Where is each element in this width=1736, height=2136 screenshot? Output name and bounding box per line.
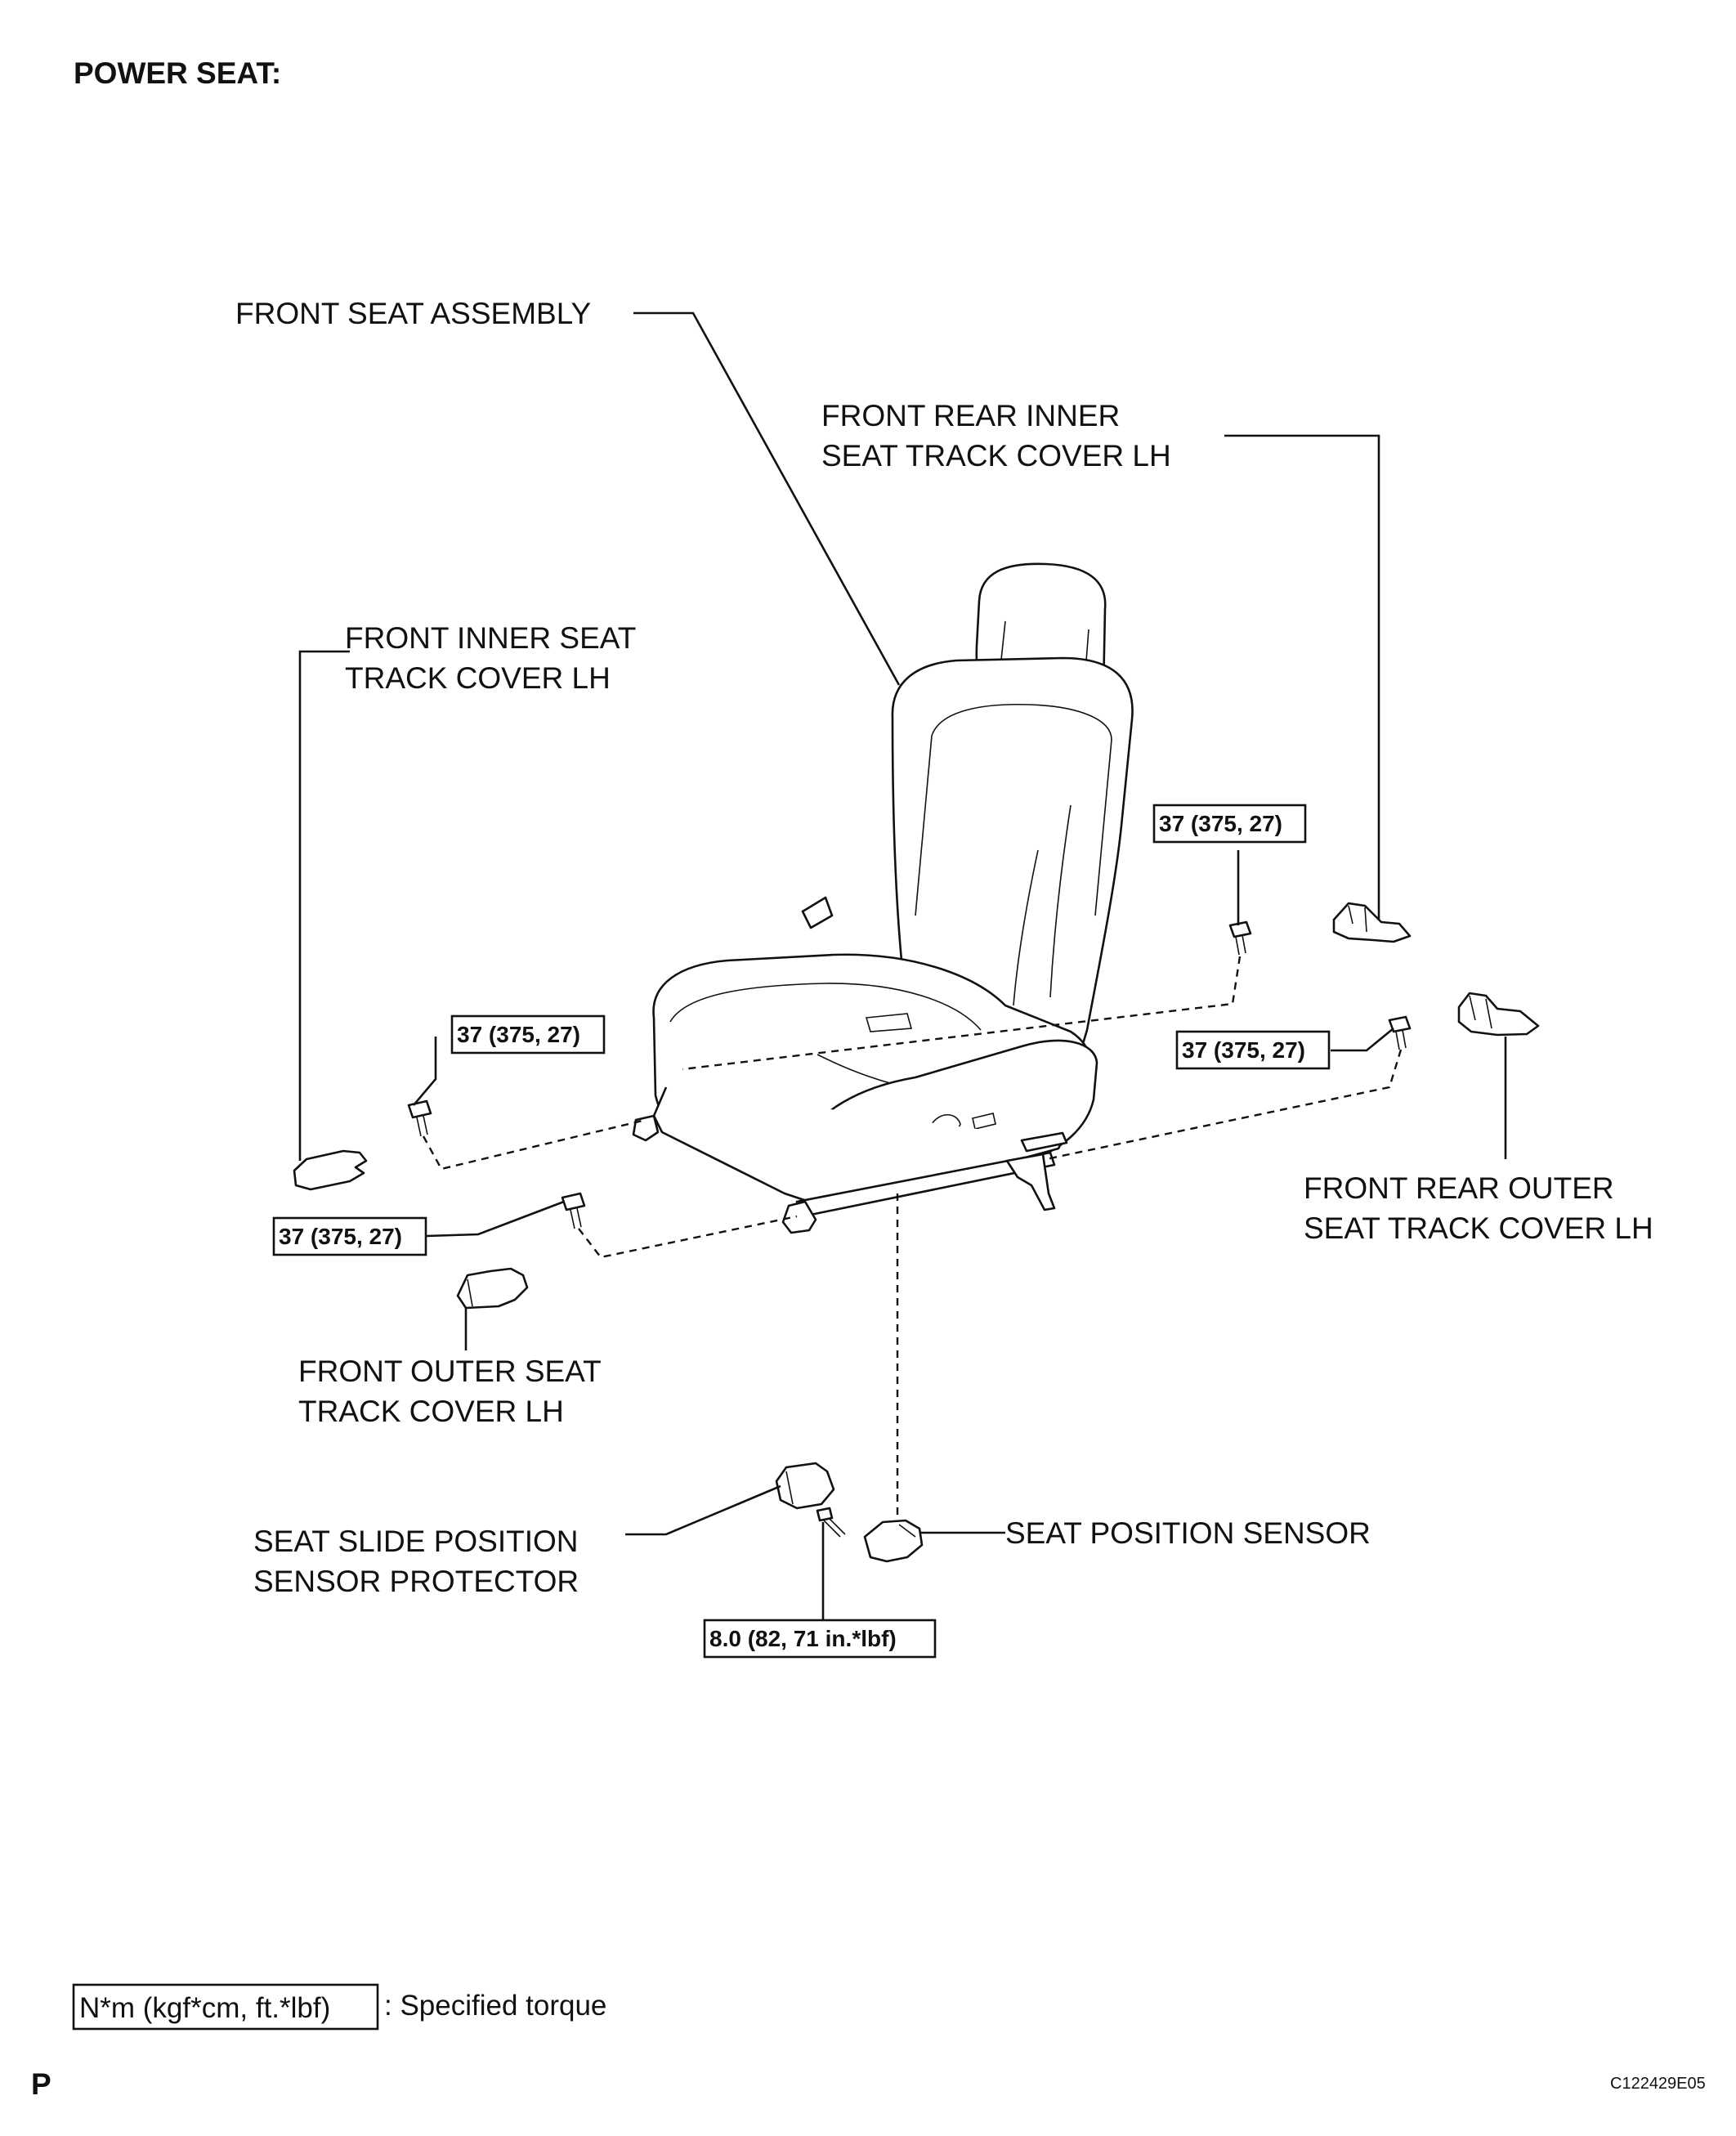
front-outer-cover-drawing	[456, 1267, 529, 1310]
section-letter: P	[31, 2067, 51, 2101]
front-rear-inner-cover-drawing	[1332, 902, 1412, 943]
bolt-upper-right-icon	[1228, 920, 1252, 956]
svg-text:37 (375, 27): 37 (375, 27)	[457, 1022, 580, 1047]
front-inner-cover-drawing	[293, 1149, 368, 1191]
svg-text:37 (375, 27): 37 (375, 27)	[279, 1224, 402, 1249]
bolt-upper-left-icon	[407, 1099, 432, 1137]
torque-legend: N*m (kgf*cm, ft.*lbf) : Specified torque	[72, 1983, 606, 2031]
legend-unit-box: N*m (kgf*cm, ft.*lbf)	[79, 1992, 330, 2024]
label-front-outer-cover-line2: TRACK COVER LH	[298, 1395, 564, 1428]
label-front-rear-inner-cover-line2: SEAT TRACK COVER LH	[821, 439, 1171, 472]
label-front-inner-cover-line2: TRACK COVER LH	[345, 661, 611, 695]
label-front-seat-assembly: FRONT SEAT ASSEMBLY	[235, 297, 591, 330]
front-rear-outer-cover-drawing	[1457, 992, 1540, 1037]
label-front-inner-cover-line1: FRONT INNER SEAT	[345, 621, 636, 655]
label-front-rear-outer-cover-line2: SEAT TRACK COVER LH	[1304, 1211, 1653, 1245]
label-seat-slide-protector-line1: SEAT SLIDE POSITION	[253, 1525, 579, 1558]
svg-text:8.0 (82, 71 in.*lbf): 8.0 (82, 71 in.*lbf)	[709, 1626, 897, 1651]
seat-slide-protector-drawing	[775, 1462, 835, 1510]
torque-box-right: 37 (375, 27)	[1175, 1030, 1331, 1070]
bolt-right-icon	[1388, 1015, 1412, 1050]
label-front-rear-inner-cover-line1: FRONT REAR INNER	[821, 399, 1120, 432]
torque-box-sensor: 8.0 (82, 71 in.*lbf)	[703, 1619, 937, 1659]
torque-box-lower-left: 37 (375, 27)	[272, 1216, 427, 1256]
page-title: POWER SEAT:	[74, 56, 281, 90]
svg-text:37 (375, 27): 37 (375, 27)	[1159, 811, 1282, 836]
label-front-outer-cover-line1: FRONT OUTER SEAT	[298, 1355, 602, 1388]
seat-position-sensor-drawing	[863, 1519, 924, 1563]
legend-text: : Specified torque	[384, 1990, 606, 2022]
label-seat-slide-protector-line2: SENSOR PROTECTOR	[253, 1565, 579, 1598]
front-seat-drawing	[632, 562, 1134, 1234]
bolt-lower-left-icon	[561, 1192, 586, 1229]
torque-box-upper-left: 37 (375, 27)	[450, 1014, 606, 1055]
label-front-rear-outer-cover-line1: FRONT REAR OUTER	[1304, 1171, 1614, 1205]
sensor-bolt-icon	[816, 1507, 846, 1538]
svg-text:37 (375, 27): 37 (375, 27)	[1182, 1037, 1305, 1063]
torque-box-upper-right: 37 (375, 27)	[1152, 804, 1307, 844]
figure-code: C122429E05	[1610, 2075, 1706, 2093]
label-seat-position-sensor: SEAT POSITION SENSOR	[1005, 1516, 1371, 1550]
